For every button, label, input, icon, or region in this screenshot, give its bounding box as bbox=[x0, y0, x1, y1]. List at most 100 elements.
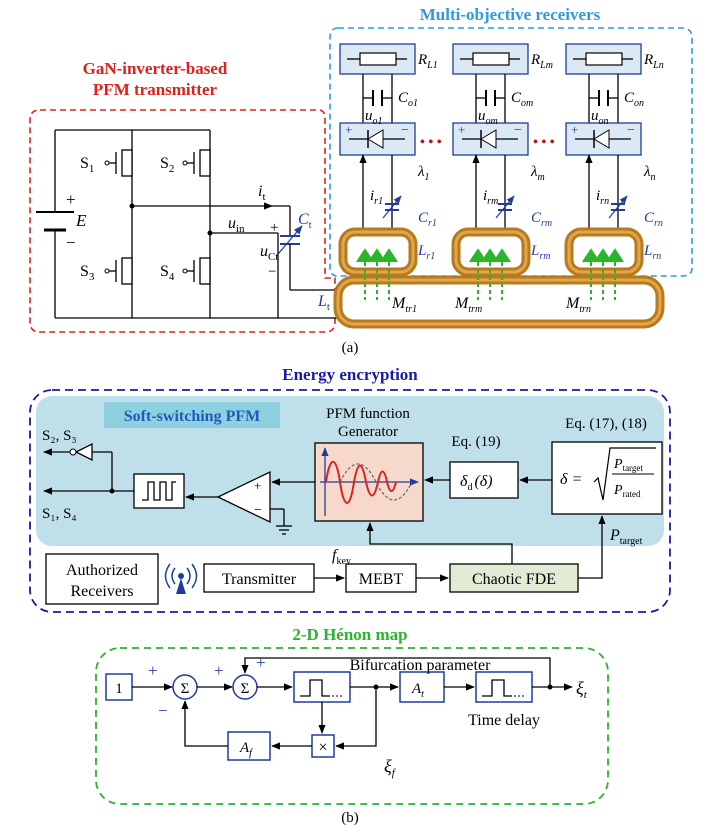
pfm-generator-block bbox=[314, 442, 424, 522]
sum1-plus: + bbox=[148, 661, 158, 680]
fkey-label: fkey bbox=[332, 547, 351, 567]
eq1718-label: Eq. (17), (18) bbox=[565, 416, 647, 432]
con-label: Con bbox=[624, 90, 644, 109]
lr1-label: Lr1 bbox=[417, 243, 435, 262]
h-bridge: S1 S2 S3 S4 bbox=[80, 130, 278, 318]
ellipsis-1: • • • bbox=[420, 135, 442, 150]
authorized-label-2: Receivers bbox=[70, 583, 133, 600]
svg-text:−: − bbox=[401, 123, 409, 138]
rl1-label: RL1 bbox=[417, 52, 438, 71]
uom-label: uom bbox=[478, 108, 498, 127]
ct-label: Ct bbox=[298, 211, 312, 231]
soft-switching-label: Soft-switching PFM bbox=[124, 408, 260, 425]
transmitter-title-2: PFM transmitter bbox=[93, 80, 218, 99]
switch-s2 bbox=[182, 149, 211, 177]
receiver-m: + − bbox=[451, 43, 531, 300]
rlm-label: RLm bbox=[530, 52, 553, 71]
fkey-line bbox=[366, 522, 513, 568]
source-label: E bbox=[75, 211, 87, 230]
lt-label: Lt bbox=[317, 293, 330, 313]
authorized-receivers-block bbox=[45, 553, 159, 605]
to-multiplier-b bbox=[335, 687, 377, 750]
henon-title: 2-D Hénon map bbox=[292, 625, 407, 644]
gain-af-label: Af bbox=[239, 740, 253, 759]
mtrn-label: Mtrn bbox=[565, 295, 591, 315]
pfm-gen-label-2: Generator bbox=[338, 424, 398, 440]
gain-at-block bbox=[399, 671, 445, 703]
svg-text:−: − bbox=[514, 123, 522, 138]
constant-one: 1 bbox=[115, 681, 123, 697]
delta-d-text: δd(δ) bbox=[460, 473, 493, 493]
xi-f-label: ξf bbox=[384, 756, 397, 779]
caption-a: (a) bbox=[342, 340, 359, 356]
gain-at-label: At bbox=[411, 681, 424, 700]
xi-t-label: ξt bbox=[576, 678, 588, 701]
ellipsis-2: • • • bbox=[533, 135, 555, 150]
delta-block bbox=[551, 441, 663, 515]
lrm-label: Lrm bbox=[530, 243, 550, 262]
lambdan-label: λn bbox=[643, 164, 656, 183]
eq19-label: Eq. (19) bbox=[451, 434, 500, 450]
chaotic-fde-block bbox=[449, 563, 579, 593]
constant-one-block bbox=[105, 673, 133, 701]
switch-s4 bbox=[182, 257, 211, 285]
antenna-icon bbox=[164, 563, 198, 594]
s23-label: S₂, S₃ bbox=[42, 428, 77, 444]
switch-s3 bbox=[104, 257, 133, 285]
sqrt-sign bbox=[593, 447, 656, 501]
pwm-block bbox=[133, 473, 185, 509]
switch-s4-label: S4 bbox=[160, 263, 175, 283]
uct-plus: + bbox=[270, 220, 278, 236]
delta-equals: δ = bbox=[560, 471, 582, 488]
pfm-gen-label-1: PFM function bbox=[326, 406, 410, 422]
series-capacitor-ct bbox=[210, 205, 340, 319]
delay-block-1 bbox=[293, 671, 351, 703]
encryption-region bbox=[29, 389, 671, 613]
ptarget-label: Ptarget bbox=[609, 527, 643, 547]
svg-text:+: + bbox=[345, 122, 352, 137]
bifurcation-label: Bifurcation parameter bbox=[350, 657, 491, 674]
source-minus: − bbox=[66, 233, 76, 252]
lrn-label: Lrn bbox=[643, 243, 661, 262]
caption-b: (b) bbox=[341, 810, 359, 826]
switch-s1-label: S1 bbox=[80, 155, 94, 175]
switch-s3-label: S3 bbox=[80, 263, 95, 283]
ptarget-line bbox=[578, 515, 606, 579]
co1-label: Co1 bbox=[398, 90, 418, 109]
delta-d-block bbox=[449, 461, 519, 499]
irn-label: irn bbox=[596, 188, 609, 207]
crm-label: Crm bbox=[531, 210, 552, 229]
lambda1-label: λ1 bbox=[417, 164, 430, 183]
chaotic-fde-label: Chaotic FDE bbox=[472, 571, 556, 588]
svg-text:+: + bbox=[254, 478, 261, 493]
switch-s1 bbox=[104, 149, 133, 177]
transmitter-block bbox=[203, 563, 315, 593]
uin-label: uin bbox=[228, 215, 245, 235]
svg-text:+: + bbox=[571, 122, 578, 137]
source-plus: + bbox=[66, 190, 76, 209]
sum1-minus: − bbox=[158, 701, 168, 720]
delay-block-2 bbox=[475, 671, 533, 703]
feedback-top bbox=[241, 657, 551, 687]
mtrm-label: Mtrm bbox=[454, 295, 482, 315]
p-rated-den: Prated bbox=[613, 483, 641, 499]
transmitter-title-1: GaN-inverter-based bbox=[83, 59, 228, 78]
encryption-title: Energy encryption bbox=[282, 365, 418, 384]
crn-label: Crn bbox=[644, 210, 663, 229]
mebt-label: MEBT bbox=[359, 571, 404, 588]
receiver-n: + − bbox=[564, 43, 644, 300]
rln-label: RLn bbox=[643, 52, 664, 71]
henon-region bbox=[95, 647, 609, 805]
receiver-1: + − bbox=[338, 43, 418, 300]
sum2-plus-top: + bbox=[256, 653, 266, 672]
comparator: + − bbox=[216, 470, 292, 535]
uct-label: uCt bbox=[260, 243, 278, 263]
s14-label: S₁, S₄ bbox=[42, 506, 77, 522]
sum1-sigma: Σ bbox=[181, 681, 190, 697]
receivers-region bbox=[329, 27, 693, 277]
it-label: it bbox=[258, 183, 266, 203]
gain-af-block bbox=[227, 731, 271, 761]
sum2-sigma: Σ bbox=[241, 681, 250, 697]
ir1-label: ir1 bbox=[370, 188, 383, 207]
